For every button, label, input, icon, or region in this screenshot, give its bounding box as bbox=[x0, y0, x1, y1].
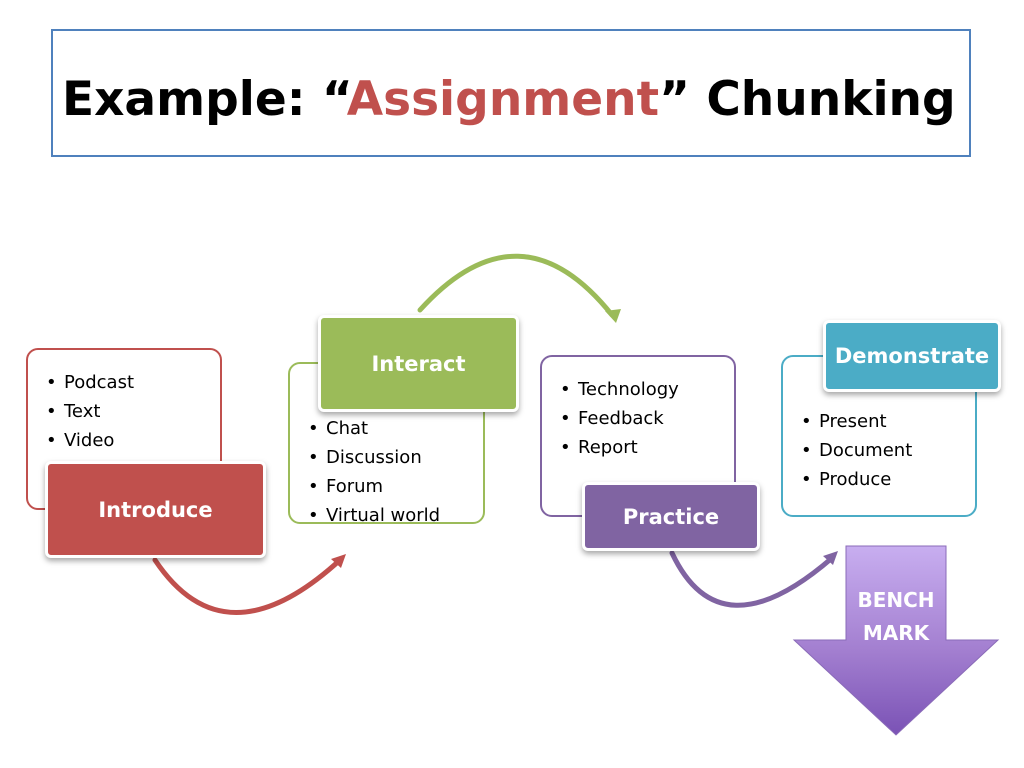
benchmark-label: BENCH MARK bbox=[840, 584, 952, 650]
list-item: Produce bbox=[801, 465, 975, 494]
list-item: Podcast bbox=[46, 368, 220, 397]
benchmark-arrow bbox=[792, 545, 1000, 736]
arrow-practice-to-demonstrate bbox=[669, 550, 835, 608]
interact-list: Chat Discussion Forum Virtual world bbox=[308, 414, 483, 530]
list-item: Feedback bbox=[560, 404, 734, 433]
interact-label: Interact bbox=[318, 315, 519, 412]
title-box bbox=[51, 29, 971, 157]
practice-label: Practice bbox=[582, 482, 760, 551]
list-item: Video bbox=[46, 426, 220, 455]
list-item: Chat bbox=[308, 414, 483, 443]
benchmark-line-2: MARK bbox=[862, 621, 930, 645]
practice-list: Technology Feedback Report bbox=[560, 375, 734, 462]
list-item: Report bbox=[560, 433, 734, 462]
arrow-head-introduce bbox=[331, 554, 346, 568]
demonstrate-label: Demonstrate bbox=[823, 320, 1001, 392]
list-item: Text bbox=[46, 397, 220, 426]
arrow-introduce-to-interact bbox=[152, 557, 343, 615]
list-item: Technology bbox=[560, 375, 734, 404]
arrow-head-interact bbox=[605, 309, 621, 323]
list-item: Forum bbox=[308, 472, 483, 501]
title-accent: Assignment bbox=[346, 72, 660, 127]
benchmark-line-1: BENCH bbox=[857, 588, 935, 612]
list-item: Virtual world bbox=[308, 501, 483, 530]
list-item: Discussion bbox=[308, 443, 483, 472]
list-item: Present bbox=[801, 407, 975, 436]
slide-title: Example: “Assignment” Chunking bbox=[62, 60, 956, 140]
introduce-list: Podcast Text Video bbox=[46, 368, 220, 455]
list-item: Document bbox=[801, 436, 975, 465]
demonstrate-list: Present Document Produce bbox=[801, 407, 975, 494]
arrow-interact-to-practice bbox=[417, 253, 615, 318]
introduce-label: Introduce bbox=[45, 461, 266, 558]
arrow-head-practice bbox=[823, 551, 838, 565]
title-prefix: Example: “ bbox=[62, 72, 347, 127]
title-suffix: ” Chunking bbox=[659, 72, 956, 127]
